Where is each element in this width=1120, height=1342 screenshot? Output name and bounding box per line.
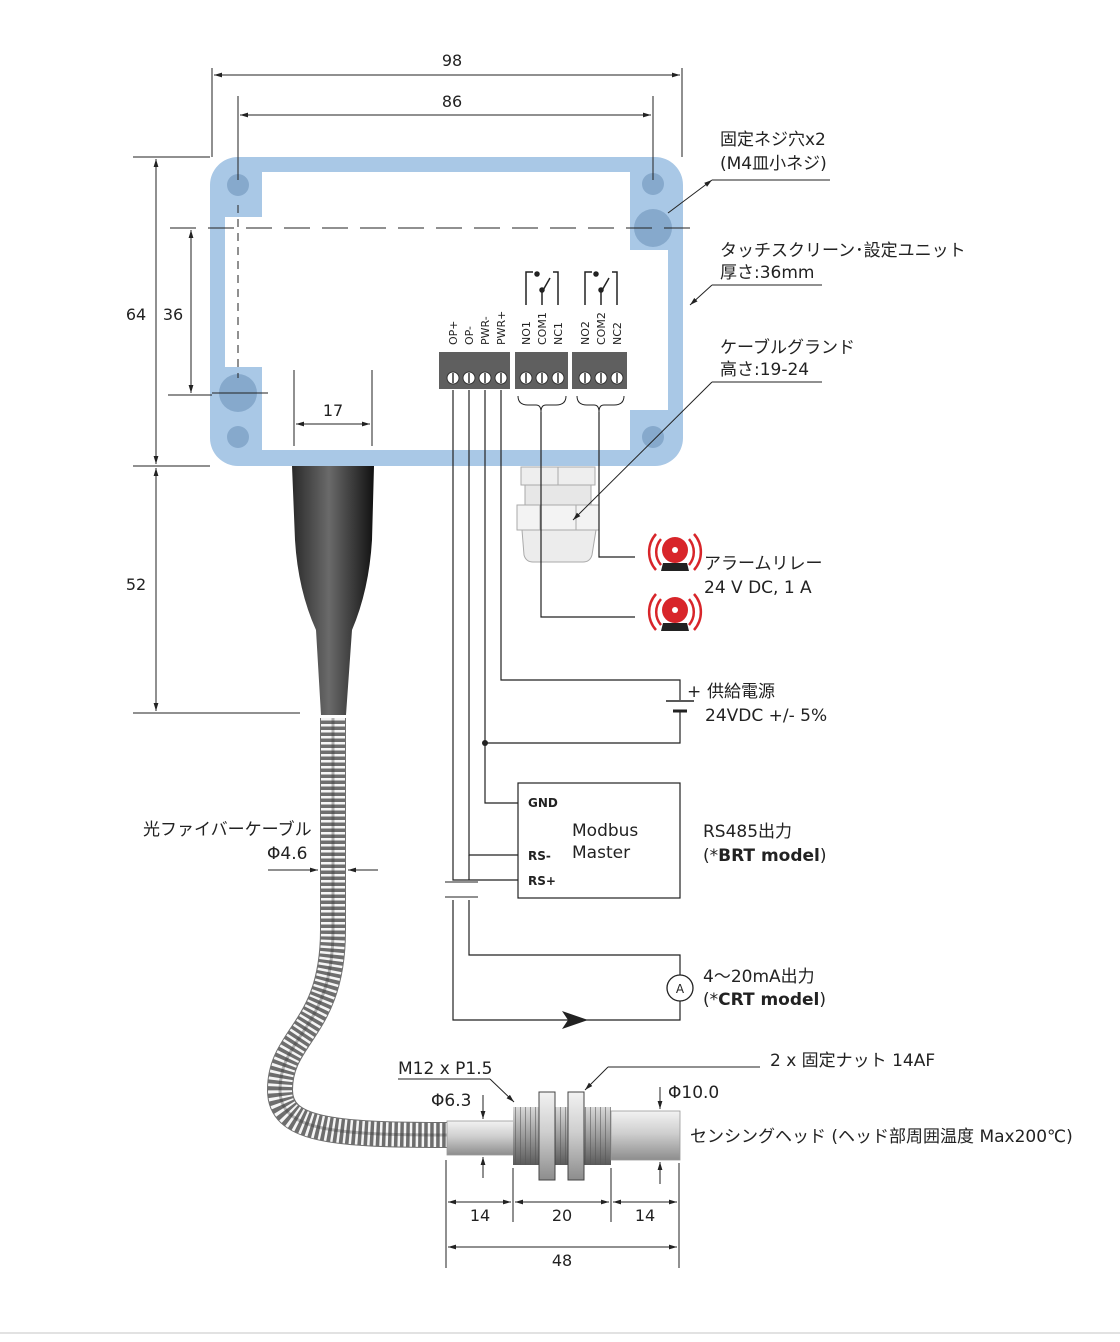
cable-gland — [516, 466, 600, 563]
modbus-label: Modbus — [572, 821, 638, 841]
dim-14a-label: 14 — [470, 1206, 490, 1225]
dimension-86: 86 — [237, 92, 654, 180]
dim-98-label: 98 — [442, 51, 462, 70]
screw-hole-small — [642, 426, 664, 448]
screw-label-line2: (M4皿小ネジ) — [720, 154, 827, 174]
alarm-bell-icon — [647, 533, 703, 571]
terminal-block-relay2 — [572, 352, 627, 389]
modbus-master-box: GND RS- RS+ Modbus Master — [517, 782, 681, 899]
cable-strain-relief — [292, 466, 374, 715]
dim-20-label: 20 — [552, 1206, 572, 1225]
dimension-52: 52 — [126, 468, 300, 714]
dim-17-label: 17 — [323, 401, 343, 420]
dim-64-label: 64 — [126, 305, 146, 324]
terminal-label: NO1 — [520, 321, 533, 345]
touch-label-line1: タッチスクリーン･設定ユニット — [720, 241, 966, 261]
ma-label-line1: 4～20mA出力 — [703, 967, 815, 987]
terminal-block-power — [439, 352, 510, 389]
callout-touch-unit: タッチスクリーン･設定ユニット 厚さ:36mm — [689, 241, 966, 306]
gnd-label: GND — [528, 796, 558, 810]
current-arrow — [562, 1011, 588, 1029]
ma-label-line2: (*CRT model) — [703, 990, 826, 1010]
screw-label-line1: 固定ネジ穴x2 — [720, 130, 826, 150]
relay-brace — [517, 395, 625, 413]
ammeter-label: A — [676, 982, 685, 996]
touch-label-line2: 厚さ:36mm — [720, 263, 814, 283]
dimension-36: 36 — [163, 230, 212, 396]
fiber-optic-cable — [266, 718, 451, 1148]
dimension-98: 98 — [211, 51, 683, 157]
alarm-label-line1: アラームリレー — [704, 554, 823, 574]
screw-hole-small — [227, 426, 249, 448]
callout-fixing-screw: 固定ネジ穴x2 (M4皿小ネジ) — [667, 130, 830, 214]
terminal-label: PWR- — [479, 316, 492, 345]
terminal-label: NO2 — [579, 321, 592, 345]
dim-52-label: 52 — [126, 575, 146, 594]
callout-thread: M12 x P1.5 — [398, 1059, 515, 1103]
fiber-label-line1: 光ファイバーケーブル — [143, 819, 312, 840]
gland-label-line1: ケーブルグランド — [720, 337, 855, 358]
power-supply-symbol — [666, 700, 694, 713]
terminal-label: NC1 — [552, 322, 565, 345]
terminal-label: PWR+ — [495, 311, 508, 345]
screw-hole-small — [227, 174, 249, 196]
power-label-line2: 24VDC +/- 5% — [705, 706, 827, 726]
dim-14b-label: 14 — [635, 1206, 655, 1225]
wiring — [452, 390, 681, 1021]
phi63-label: Φ6.3 — [431, 1091, 471, 1111]
master-label: Master — [572, 843, 630, 863]
sensing-head-label: センシングヘッド (ヘッド部周囲温度 Max200℃) — [690, 1127, 1073, 1147]
fiber-label-line2: Φ4.6 — [267, 844, 307, 864]
housing-frame — [210, 157, 683, 466]
rs-minus-label: RS- — [528, 849, 551, 863]
nut-label: 2 x 固定ナット 14AF — [770, 1051, 935, 1071]
alarm-bell-icon — [647, 593, 703, 631]
rs485-label-line1: RS485出力 — [703, 822, 792, 842]
bottom-dimensions — [445, 1160, 680, 1268]
relay-switch-symbol — [525, 271, 559, 305]
dim-48-label: 48 — [552, 1251, 572, 1270]
terminal-label: OP+ — [447, 320, 460, 345]
sensing-head — [446, 1091, 681, 1181]
fixing-screw-hole — [634, 209, 672, 247]
alarm-label-line2: 24 V DC, 1 A — [704, 578, 812, 598]
power-label-line1: 供給電源 — [707, 682, 775, 702]
gland-label-line2: 高さ:19-24 — [720, 360, 809, 380]
dimension-64: 64 — [126, 156, 210, 467]
terminal-label: COM2 — [595, 312, 608, 345]
terminal-label: OP- — [463, 326, 476, 345]
terminal-label: COM1 — [536, 312, 549, 345]
rs485-label-line2: (*BRT model) — [703, 846, 827, 866]
rs-plus-label: RS+ — [528, 874, 556, 888]
terminal-labels: OP+ OP- PWR- PWR+ NO1 COM1 NC1 NO2 COM2 … — [447, 311, 624, 345]
ammeter-symbol: A — [666, 974, 694, 1002]
wire-junction — [482, 740, 488, 746]
dim-86-label: 86 — [442, 92, 462, 111]
callout-cable-gland: ケーブルグランド 高さ:19-24 — [572, 337, 855, 521]
dim-36-label: 36 — [163, 305, 183, 324]
callout-nut: 2 x 固定ナット 14AF — [584, 1051, 935, 1091]
phi10-label: Φ10.0 — [668, 1083, 719, 1103]
housing — [170, 157, 690, 466]
wire-break — [445, 881, 478, 898]
power-plus-label: + — [687, 682, 701, 702]
terminal-block-relay1 — [515, 352, 568, 389]
dimension-17: 17 — [293, 370, 373, 446]
terminal-label: NC2 — [611, 322, 624, 345]
screw-hole-small — [642, 173, 664, 195]
relay-switch-symbol — [584, 271, 618, 305]
thread-label: M12 x P1.5 — [398, 1059, 492, 1079]
